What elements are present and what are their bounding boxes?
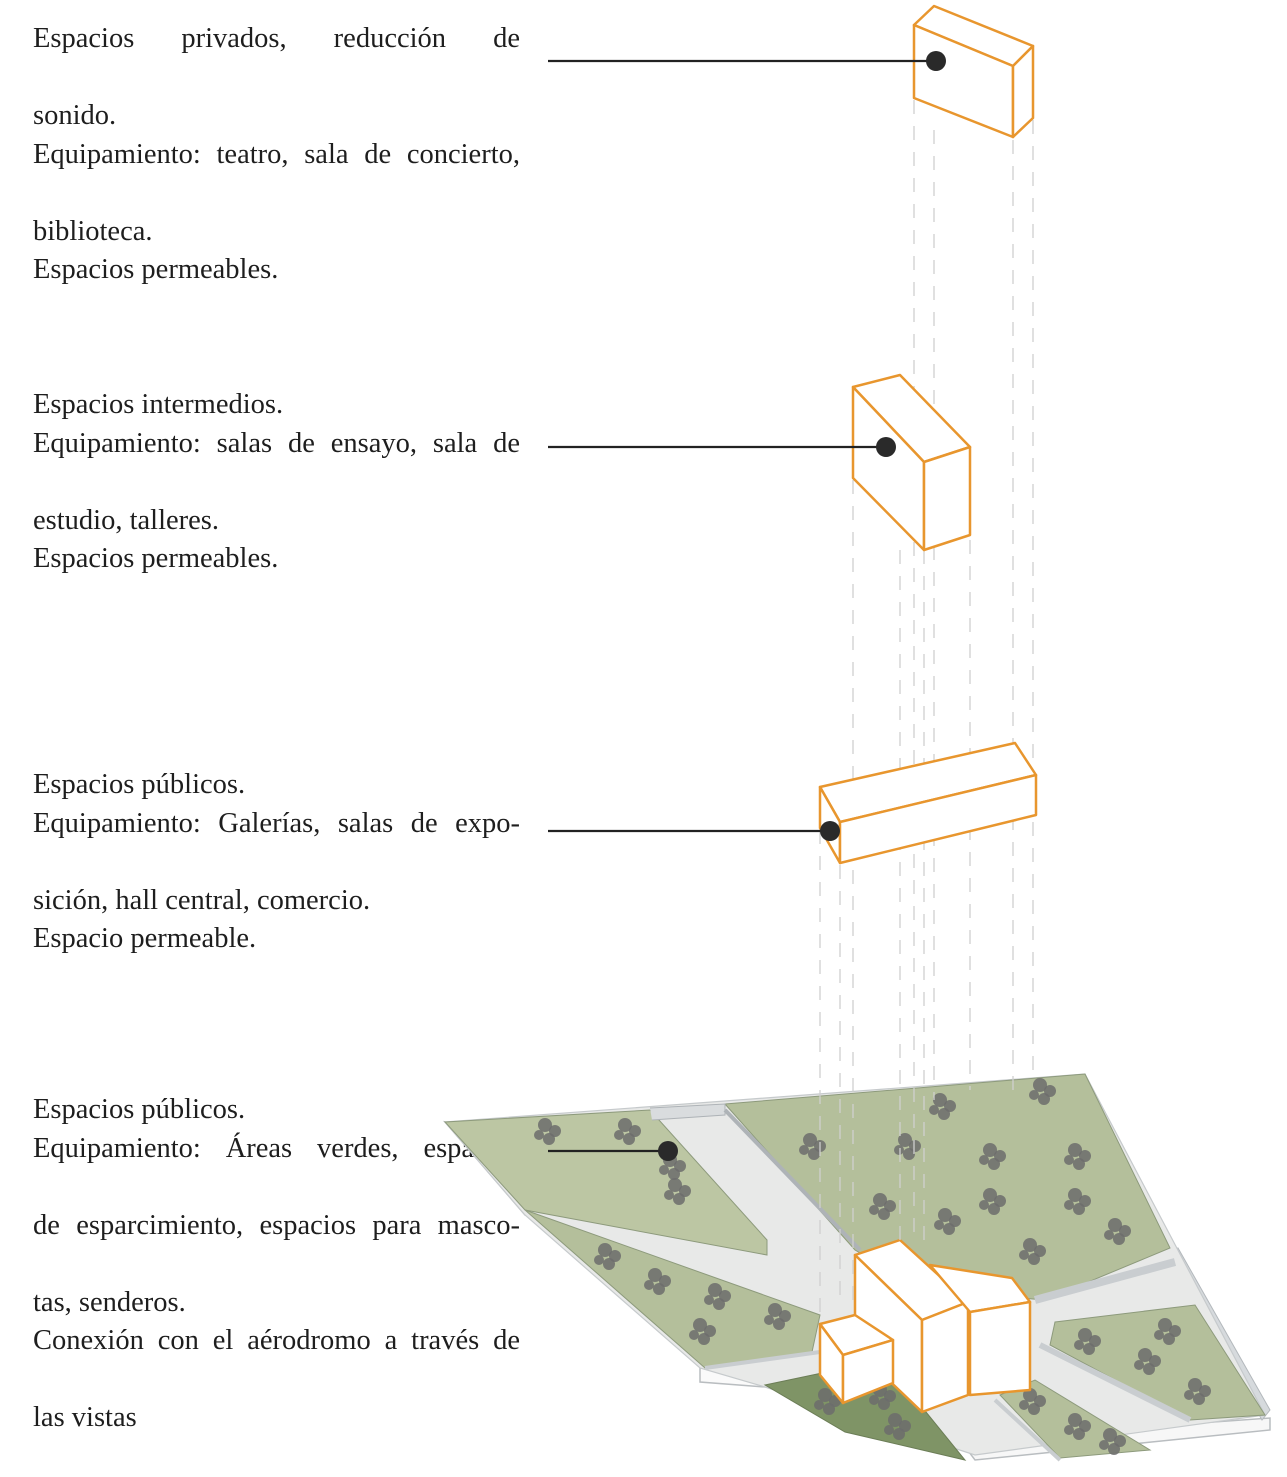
tree-icon: [799, 1133, 826, 1160]
level-3-line: Espacios permeables.: [33, 543, 279, 574]
level-1-line: las vistas: [33, 1402, 137, 1433]
level-3-description: Espacios intermedios. Equipamiento: sala…: [33, 386, 520, 579]
leader-dot-level-2: [820, 821, 840, 841]
tree-icon: [884, 1413, 911, 1440]
tree-icon: [1064, 1188, 1091, 1215]
tree-group: [534, 1078, 1211, 1455]
tree-icon: [664, 1178, 691, 1205]
level-1-line: Conexión con el aérodromo a través de: [33, 1325, 520, 1356]
path-curb: [704, 1350, 821, 1370]
level-2-line: Equipamiento: Galerías, salas de expo-: [33, 807, 520, 839]
level-1-line: Espacios públicos.: [33, 1094, 246, 1125]
ground-buildings: [818, 1238, 1032, 1414]
leader-lines: [548, 51, 946, 1161]
tree-icon: [704, 1283, 731, 1310]
level-3-line: Equipamiento: salas de ensayo, sala de: [33, 427, 520, 459]
leader-dot-level-3: [876, 437, 896, 457]
leader-dot-level-1: [658, 1141, 678, 1161]
level-4-line: sonido.: [33, 100, 117, 131]
tree-icon: [979, 1188, 1006, 1215]
tree-icon: [1029, 1078, 1056, 1105]
path-curb: [649, 1103, 726, 1121]
level-4-line: Espacios permeables.: [33, 254, 279, 285]
level-3-line: Espacios intermedios.: [33, 389, 284, 420]
level-2-line: Espacio permeable.: [33, 923, 257, 954]
building-tall-side: [920, 1300, 970, 1414]
level-4-line: biblioteca.: [33, 215, 153, 247]
site-ground-plane: [442, 1073, 1271, 1462]
tree-icon: [534, 1118, 561, 1145]
tree-icon: [979, 1143, 1006, 1170]
building-right-front: [968, 1300, 1032, 1397]
path-curb: [1033, 1258, 1177, 1304]
level-1-line: de esparcimiento, espacios para masco-: [33, 1209, 520, 1241]
tree-icon: [1019, 1388, 1046, 1415]
volume-level-4-side: [1011, 44, 1035, 139]
volume-level-2-side: [838, 773, 1038, 865]
tree-icon: [894, 1133, 921, 1160]
projection-lines: [819, 100, 1034, 1320]
path-curb: [723, 1108, 862, 1252]
level-2-description: Espacios públicos. Equipamiento: Galería…: [33, 766, 520, 959]
tree-icon: [1134, 1348, 1161, 1375]
level-4-line: Equipamiento: teatro, sala de concierto,: [33, 138, 520, 170]
green-area-north: [443, 1109, 768, 1256]
level-4-line: Espacios privados, reducción de: [33, 23, 520, 54]
tree-icon: [1064, 1143, 1091, 1170]
tree-icon: [934, 1208, 961, 1235]
tree-icon: [869, 1193, 896, 1220]
tree-icon: [1099, 1428, 1126, 1455]
level-3-line: estudio, talleres.: [33, 504, 219, 536]
leader-dot-level-4: [926, 51, 946, 71]
level-1-line: tas, senderos.: [33, 1286, 186, 1318]
tree-icon: [1184, 1378, 1211, 1405]
path-curb: [993, 1398, 1062, 1462]
building-small-side: [841, 1338, 895, 1405]
tree-icon: [1074, 1328, 1101, 1355]
tree-icon: [764, 1303, 791, 1330]
tree-icon: [594, 1243, 621, 1270]
path-curb: [1038, 1342, 1192, 1423]
level-1-description: Espacios públicos. Equipamiento: Áreas v…: [33, 1091, 520, 1438]
tree-icon: [1154, 1318, 1181, 1345]
tree-icon: [1104, 1218, 1131, 1245]
tree-icon: [1019, 1238, 1046, 1265]
floating-volumes: [818, 4, 1038, 865]
tree-icon: [1064, 1413, 1091, 1440]
level-1-line: Equipamiento: Áreas verdes, espacios: [33, 1132, 520, 1164]
level-4-description: Espacios privados, reducción de sonido. …: [33, 20, 520, 290]
tree-icon: [614, 1118, 641, 1145]
volume-level-3-side: [922, 445, 972, 552]
tree-icon: [689, 1318, 716, 1345]
level-2-line: Espacios públicos.: [33, 769, 246, 800]
level-2-line: sición, hall central, comercio.: [33, 884, 371, 916]
tree-icon: [644, 1268, 671, 1295]
tree-icon: [929, 1093, 956, 1120]
